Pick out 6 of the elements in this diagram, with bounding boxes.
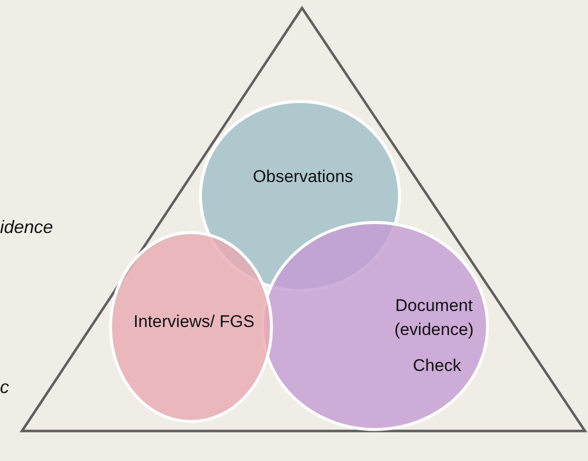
circle-label: Document (evidence)	[393, 295, 475, 341]
circle-label: Observations	[252, 166, 354, 188]
circle-label: Check	[412, 355, 462, 377]
side-label: c	[0, 377, 9, 398]
circle-label: Interviews/ FGS	[132, 311, 256, 333]
side-label: idence	[0, 217, 54, 238]
